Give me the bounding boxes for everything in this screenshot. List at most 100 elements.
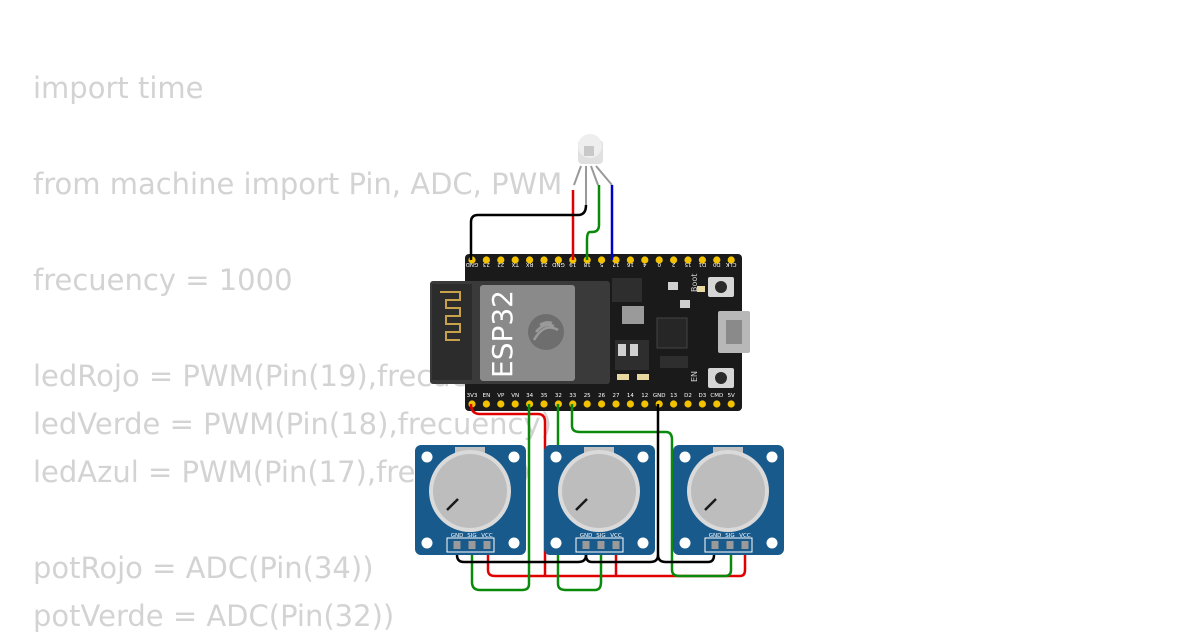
pot-pin[interactable] (483, 541, 491, 549)
bottom-pin[interactable] (684, 400, 692, 408)
top-pin-label: 23 (482, 261, 489, 267)
knob[interactable] (691, 454, 765, 528)
top-pin-label: GND (466, 261, 479, 267)
code-line-8: ledVerde = PWM(Pin(18),frecuency) (33, 407, 552, 441)
top-pin-label: D0 (712, 261, 720, 267)
top-pin-label: TX (511, 261, 519, 267)
bottom-pin-label: 25 (584, 393, 591, 399)
code-line-5: frecuency = 1000 (33, 263, 293, 297)
bottom-pin[interactable] (626, 400, 635, 408)
bottom-pin-label: CMD (710, 393, 723, 399)
top-pin[interactable] (626, 256, 635, 264)
pot-pin[interactable] (741, 541, 749, 549)
top-pin-label: D1 (699, 261, 707, 267)
pot-pin[interactable] (711, 541, 719, 549)
code-line-11: potRojo = ADC(Pin(34)) (33, 551, 374, 585)
top-pin-label: 17 (612, 261, 619, 267)
top-pin[interactable] (482, 256, 490, 264)
pot-pin[interactable] (726, 541, 734, 549)
top-pin[interactable] (526, 256, 534, 264)
top-pin-label: 15 (684, 261, 691, 267)
antenna-icon (440, 291, 461, 341)
code-line-1: import time (33, 71, 204, 105)
wires (455, 185, 747, 592)
board-label: ESP32 (486, 290, 519, 378)
top-pin[interactable] (670, 256, 678, 264)
knob[interactable] (433, 454, 507, 528)
pot-pin-label: GND (451, 533, 464, 539)
top-pin[interactable] (554, 256, 563, 264)
top-pin-label: 21 (541, 261, 548, 267)
bottom-pin[interactable] (698, 400, 707, 408)
bottom-pin[interactable] (497, 400, 505, 408)
top-pin-label: 4 (643, 261, 647, 267)
top-pin[interactable] (727, 256, 735, 264)
bottom-pin[interactable] (641, 400, 649, 408)
wire-green-led (585, 185, 601, 260)
bottom-pin[interactable] (482, 400, 490, 408)
top-pin-label: 18 (583, 261, 590, 267)
bottom-pin-label: 5V (728, 393, 735, 399)
bottom-pin-label: 3V3 (467, 393, 478, 399)
pot-pin[interactable] (612, 541, 620, 549)
top-pin-label: RX (526, 261, 534, 267)
top-pin[interactable] (540, 256, 548, 264)
bottom-pin-label: 32 (555, 393, 562, 399)
top-pin[interactable] (713, 256, 721, 264)
top-pin[interactable] (641, 256, 649, 264)
bottom-pin-label: 33 (569, 393, 576, 399)
shield-can (480, 285, 575, 381)
bottom-pin-label: 13 (670, 393, 677, 399)
code-line-12: potVerde = ADC(Pin(32)) (33, 599, 395, 633)
code-line-3: from machine import Pin, ADC, PWM (33, 167, 563, 201)
top-pin[interactable] (698, 256, 707, 264)
top-pin-label: 22 (497, 261, 504, 267)
bottom-pin[interactable] (670, 400, 678, 408)
pot-pin[interactable] (582, 541, 590, 549)
top-pin[interactable] (684, 256, 692, 264)
pot-pin-label: SIG (596, 533, 605, 539)
pot-pin-label: GND (580, 533, 593, 539)
pot-pin[interactable] (468, 541, 476, 549)
top-pin[interactable] (655, 256, 663, 264)
bottom-pin-label: 34 (526, 393, 533, 399)
pot-pin-label: GND (709, 533, 722, 539)
bottom-pin[interactable] (583, 400, 591, 408)
bottom-pin[interactable] (598, 400, 606, 408)
bottom-pin-label: 35 (541, 393, 548, 399)
bottom-pin-label: 14 (627, 393, 634, 399)
top-pin[interactable] (612, 256, 620, 264)
en-label: EN (690, 371, 699, 382)
bottom-pin[interactable] (713, 400, 721, 408)
top-pin-label: GND (552, 261, 565, 267)
top-pin[interactable] (497, 256, 505, 264)
knob[interactable] (562, 454, 636, 528)
bottom-pin[interactable] (540, 400, 548, 408)
pot-pin[interactable] (597, 541, 605, 549)
wire-pot3-sig (570, 404, 733, 578)
boot-label: Boot (690, 274, 699, 292)
bottom-pin[interactable] (511, 400, 519, 408)
rgb-led[interactable] (573, 134, 613, 205)
pot-pin-label: SIG (725, 533, 734, 539)
espressif-logo-icon (528, 314, 564, 350)
top-pin-label: 16 (626, 261, 633, 267)
pot-pin-label: VCC (481, 533, 493, 539)
bottom-pin[interactable] (612, 400, 620, 408)
top-pin-label: 2 (672, 261, 676, 267)
pot-pin[interactable] (453, 541, 461, 549)
chip (656, 317, 688, 349)
bottom-pin-label: EN (483, 393, 491, 399)
bottom-pin-label: VP (497, 393, 505, 399)
top-pin[interactable] (511, 256, 519, 264)
bottom-pin-label: 26 (598, 393, 605, 399)
top-pin[interactable] (598, 256, 606, 264)
bottom-pin[interactable] (727, 400, 735, 408)
